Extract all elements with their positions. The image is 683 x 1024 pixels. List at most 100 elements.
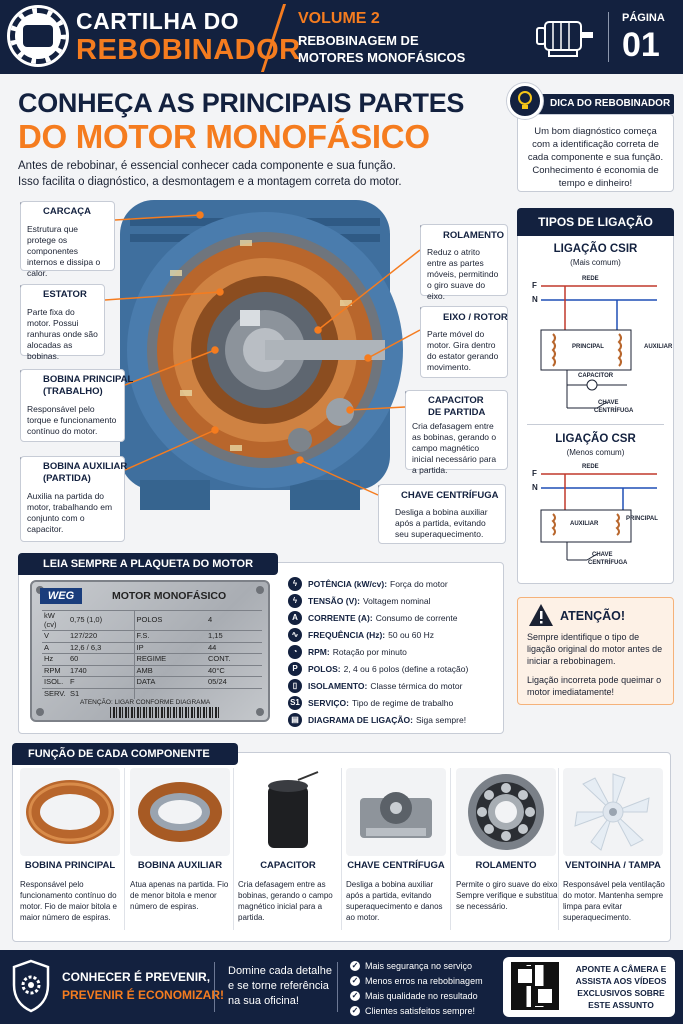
intro-line-1: Antes de rebobinar, é essencial conhecer…	[18, 160, 396, 172]
plate-value	[206, 687, 262, 699]
csr-chave-label: CHAVE	[592, 552, 613, 558]
footer-check-item: ✓Clientes satisfeitos sempre!	[350, 1006, 475, 1016]
funcao-title: FUNÇÃO DE CADA COMPONENTE	[12, 743, 238, 765]
ligacao-separator	[527, 424, 664, 425]
legend-value: Rotação por minuto	[332, 647, 407, 657]
ampere-icon: A	[288, 611, 302, 625]
legend-value: Tipo de regime de trabalho	[351, 698, 454, 708]
callout-chave-centrifuga: Desliga a bobina auxiliar após a partida…	[378, 484, 506, 544]
csr-title: LIGAÇÃO CSR	[555, 433, 636, 445]
callout-title: CAPACITOR	[428, 395, 484, 406]
component-name: ROLAMENTO	[475, 860, 537, 871]
check-icon: ✓	[350, 991, 360, 1001]
qr-call-to-action: APONTE A CÂMERA E ASSISTA AOS VÍDEOS EXC…	[575, 964, 667, 1010]
plate-bolt	[256, 586, 264, 594]
legend-value: Força do motor	[390, 579, 448, 589]
callout-desc: Estrutura que protege os componentes int…	[27, 224, 101, 278]
gear-motor-logo-icon	[7, 5, 69, 67]
plate-value: 4	[206, 610, 262, 631]
plate-value: CONT.	[206, 653, 262, 665]
component-card: CHAVE CENTRÍFUGA Desliga a bobina auxili…	[346, 768, 448, 922]
callout-estator: Parte fixa do motor. Possui ranhuras ond…	[20, 284, 105, 361]
component-name: BOBINA AUXILIAR	[137, 860, 223, 871]
legend-value: Classe térmica do motor	[370, 681, 463, 691]
divider	[450, 768, 451, 930]
plate-label: A	[42, 641, 68, 654]
component-card: ROLAMENTO Permite o giro suave do eixo. …	[456, 768, 560, 911]
component-name: VENTOINHA / TAMPA	[565, 860, 661, 871]
page-title-line-2: DO MOTOR MONOFÁSICO	[18, 118, 430, 155]
csr-auxiliar-label: AUXILIAR	[570, 521, 599, 527]
lightbulb-icon	[507, 83, 543, 119]
intro-line-2: Isso facilita o diagnóstico, a desmontag…	[18, 176, 402, 188]
plate-legend-item: ∿FREQUÊNCIA (Hz):50 ou 60 Hz	[288, 628, 434, 642]
callout-title: EIXO / ROTOR	[443, 312, 508, 323]
gauge-icon: ◔	[288, 645, 302, 659]
book-icon: ▤	[288, 713, 302, 727]
insulation-icon: ▯	[288, 679, 302, 693]
plate-label: REGIME	[134, 653, 207, 665]
legend-key: POLOS:	[308, 664, 341, 674]
footer-slogan-1: CONHECER É PREVENIR,	[62, 970, 211, 984]
check-text: Mais qualidade no resultado	[365, 991, 478, 1001]
callout-desc: Reduz o atrito entre as partes móveis, p…	[427, 247, 499, 301]
plate-label: RPM	[42, 664, 68, 677]
component-card: BOBINA PRINCIPAL Responsável pelo funcio…	[20, 768, 122, 922]
ligacao-panel	[517, 208, 674, 584]
legend-key: CORRENTE (A):	[308, 613, 373, 623]
plate-value: S1	[68, 687, 135, 699]
plaqueta-title: LEIA SEMPRE A PLAQUETA DO MOTOR	[18, 553, 278, 575]
check-icon: ✓	[350, 961, 360, 971]
csir-n-label: N	[532, 295, 538, 304]
legend-value: Consumo de corrente	[375, 613, 458, 623]
footer-check-item: ✓Mais segurança no serviço	[350, 961, 472, 971]
callout-title: CHAVE CENTRÍFUGA	[401, 490, 499, 501]
csir-wiring-diagram	[540, 285, 657, 409]
callout-title: BOBINA PRINCIPAL	[43, 374, 134, 385]
plate-legend-item: ▤DIAGRAMA DE LIGAÇÃO:Siga sempre!	[288, 713, 466, 727]
intro-text: Antes de rebobinar, é essencial conhecer…	[18, 158, 428, 190]
component-name: CHAVE CENTRÍFUGA	[347, 860, 445, 871]
divider	[558, 768, 559, 930]
header-divider-2	[608, 12, 609, 62]
callout-title: CARCAÇA	[43, 206, 92, 217]
plate-legend-item: ◔RPM:Rotação por minuto	[288, 645, 407, 659]
plate-label: ISOL.	[42, 676, 68, 688]
plate-value: 60	[68, 653, 135, 665]
footer-slogan-2: PREVENIR É ECONOMIZAR!	[62, 988, 225, 1002]
csir-principal-label: PRINCIPAL	[572, 344, 604, 350]
divider	[341, 768, 342, 930]
plate-title: MOTOR MONOFÁSICO	[112, 590, 227, 602]
component-name: CAPACITOR	[260, 860, 316, 871]
callout-desc: Parte móvel do motor. Gira dentro do est…	[427, 329, 499, 372]
legend-value: 50 ou 60 Hz	[388, 630, 434, 640]
plate-label: DATA	[134, 676, 207, 688]
plate-bolt	[256, 708, 264, 716]
csir-auxiliar-label: AUXILIAR	[644, 344, 673, 350]
motor-icon	[536, 21, 593, 57]
callout-capacitor: Cria defasagem entre as bobinas, gerando…	[405, 390, 508, 475]
wave-icon: ∿	[288, 628, 302, 642]
volume-label: VOLUME 2	[298, 10, 380, 27]
component-desc: Cria defasagem entre as bobinas, gerando…	[238, 880, 333, 922]
page-title-line-1: CONHEÇA AS PRINCIPAIS PARTES	[18, 88, 465, 118]
plate-label: F.S.	[134, 630, 207, 642]
fan-image	[563, 768, 663, 856]
qr-code[interactable]	[511, 962, 559, 1010]
plate-value: 1740	[68, 664, 135, 677]
plate-label: SERV.	[42, 687, 68, 699]
callout-title-2: (TRABALHO)	[43, 386, 103, 397]
plate-bolt	[36, 708, 44, 716]
plate-value: 40°C	[206, 664, 262, 677]
lightning-icon: ϟ	[288, 594, 302, 608]
callout-title: ESTATOR	[43, 289, 87, 300]
plate-label: IP	[134, 641, 207, 654]
service-icon: S1	[288, 696, 302, 710]
nameplate: WEG MOTOR MONOFÁSICO kW (cv)0,75 (1,0)PO…	[30, 580, 270, 722]
check-text: Clientes satisfeitos sempre!	[365, 1006, 476, 1016]
